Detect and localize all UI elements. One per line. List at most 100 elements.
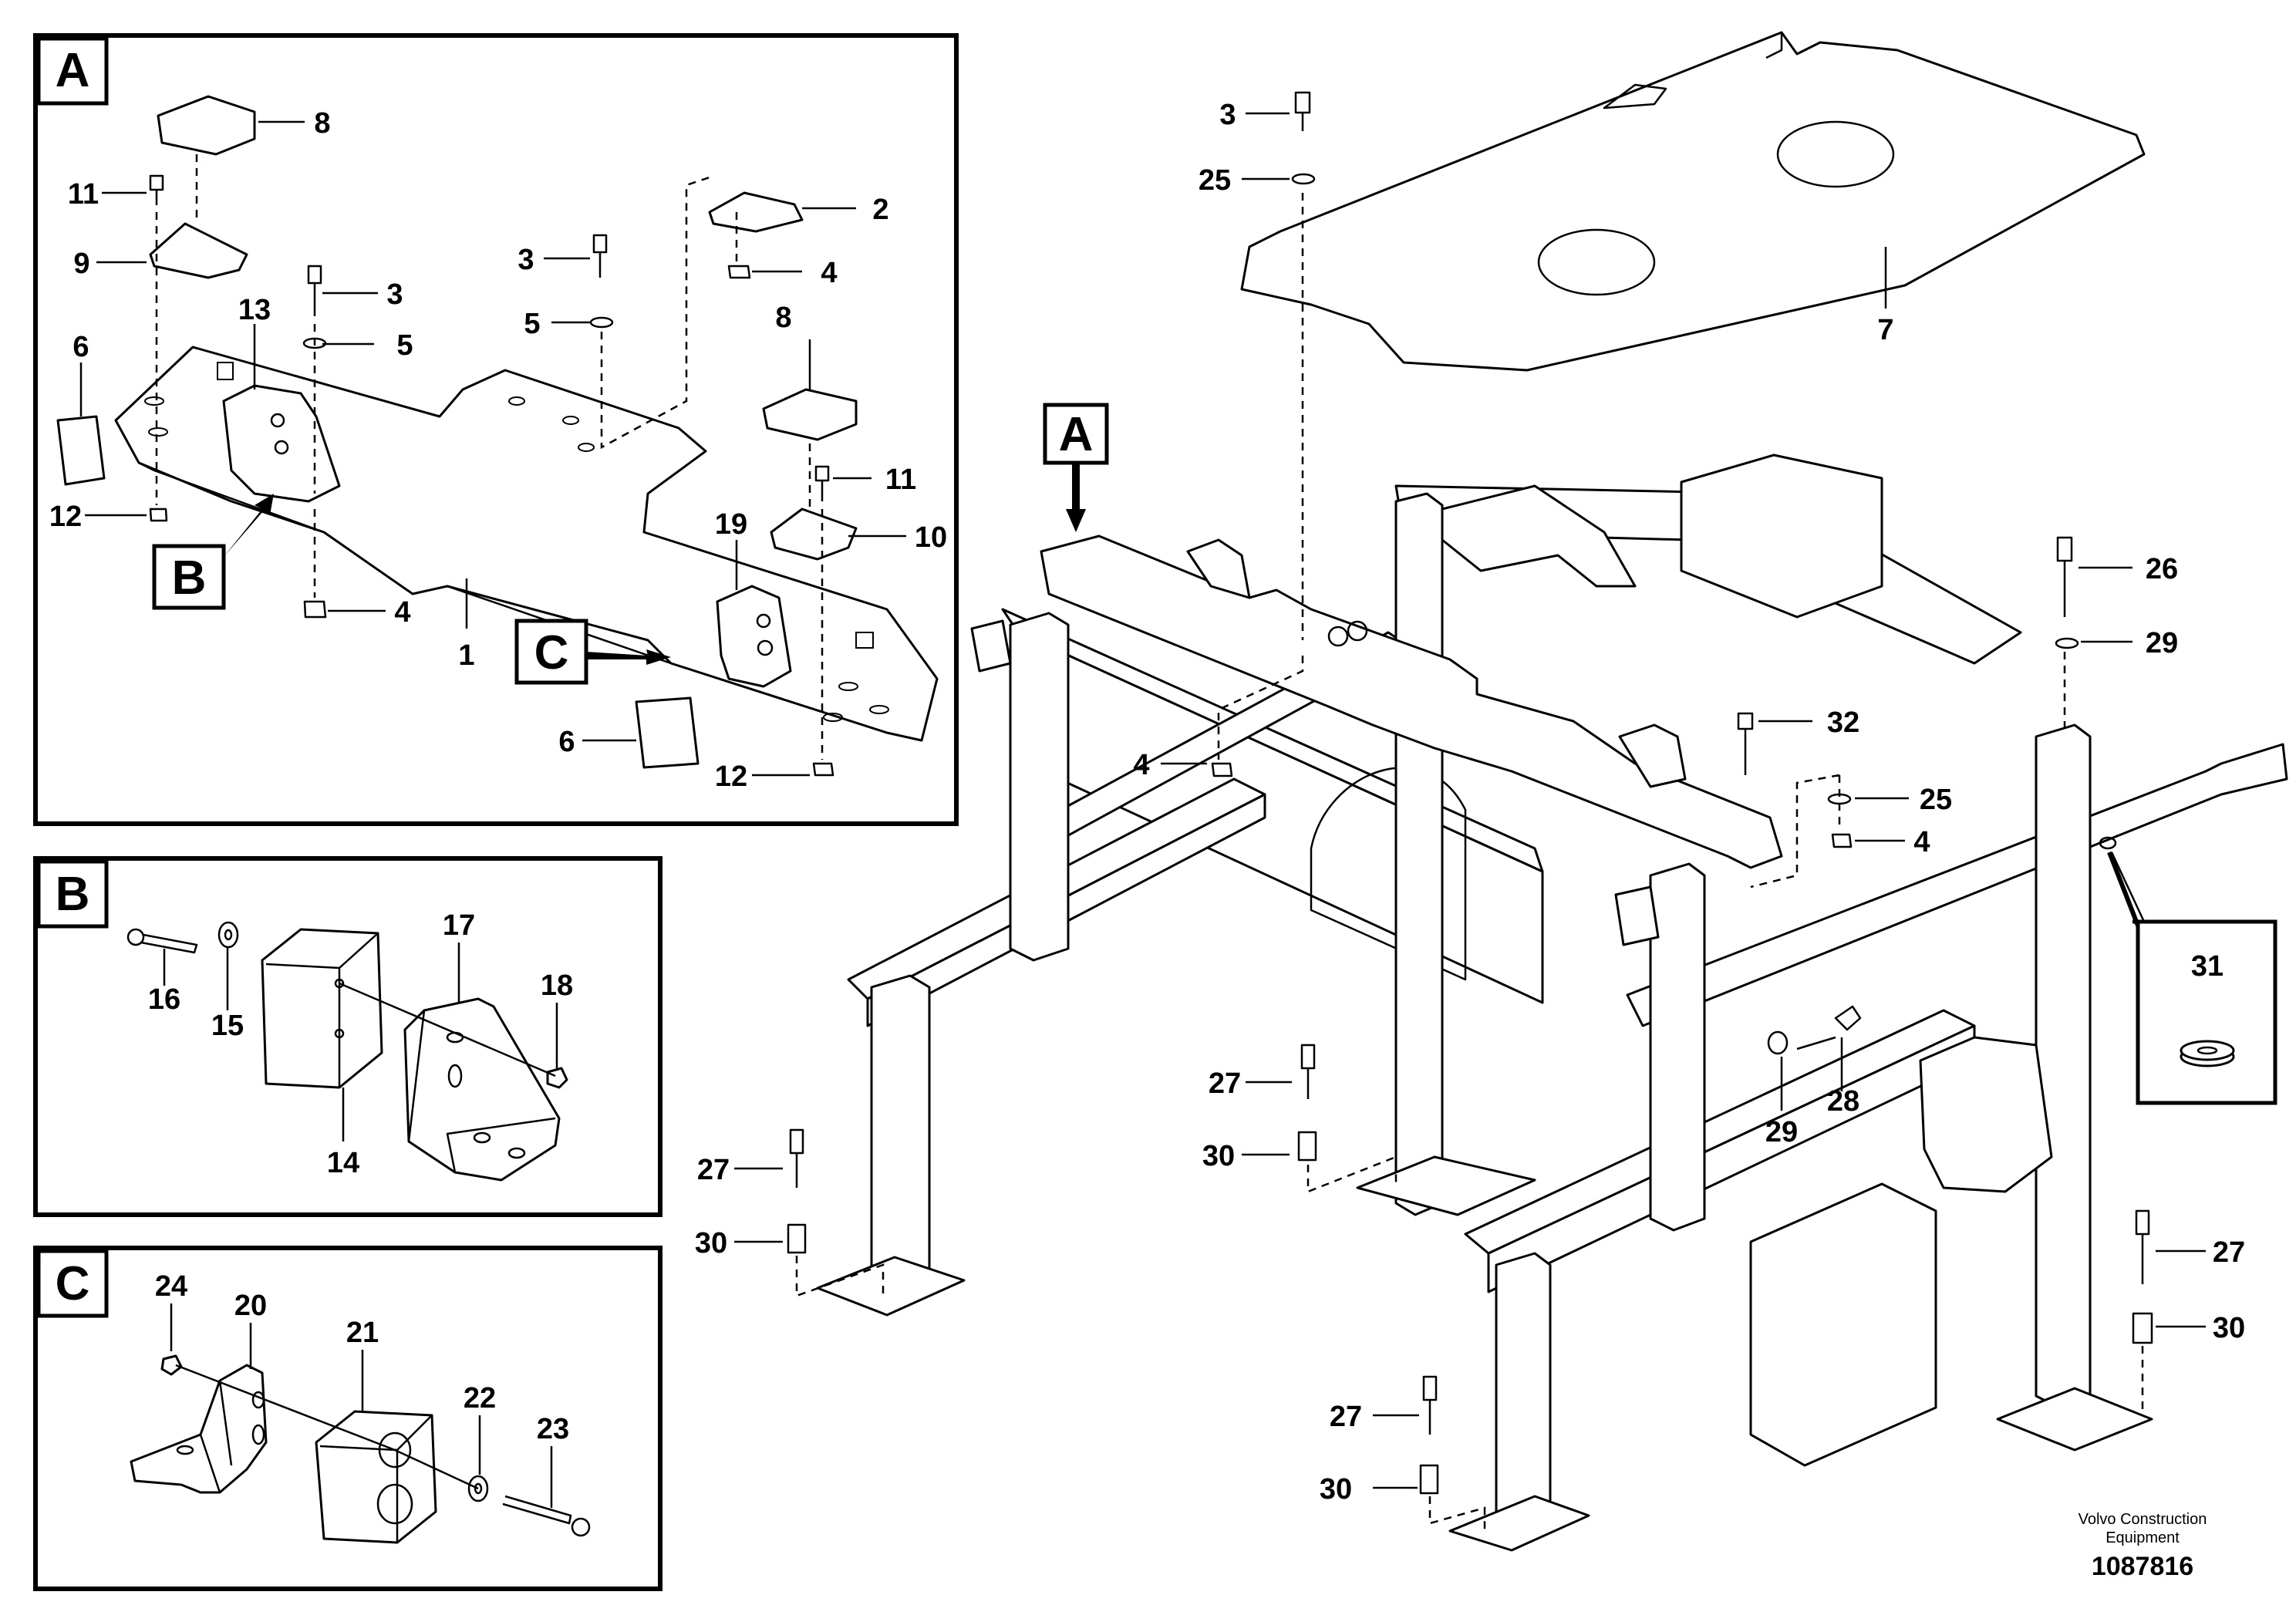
callout-31-box (2132, 919, 2277, 1105)
callout-14: 14 (327, 1147, 359, 1179)
foot-plate (1448, 1495, 1590, 1552)
detail-b-letter: B (56, 868, 90, 921)
frame-column (1394, 492, 1444, 1216)
callout-4: 4 (1913, 826, 1930, 858)
detail-a-letter: A (56, 44, 90, 97)
callout-28: 28 (1827, 1085, 1859, 1118)
callout-13: 13 (238, 294, 271, 326)
mounted-damper (1618, 723, 1687, 788)
callout-27: 27 (2213, 1236, 2245, 1269)
callout-30: 30 (2213, 1312, 2245, 1344)
detail-c-frame (33, 1246, 663, 1591)
rubber-block-6-bottom (635, 696, 700, 769)
callout-12: 12 (715, 760, 747, 793)
assembly-line (1428, 1496, 1486, 1535)
callout-21: 21 (346, 1317, 379, 1349)
callout-3: 3 (386, 278, 403, 311)
callout-26: 26 (2146, 553, 2178, 585)
plate-9 (149, 222, 248, 279)
damper-block-21 (315, 1410, 437, 1544)
detail-c-letter: C (56, 1257, 90, 1310)
detail-a-frame (33, 33, 959, 826)
detail-c-panel: C 24 20 21 22 23 (33, 1246, 663, 1591)
cover-plate-7 (1240, 31, 2146, 372)
callout-8: 8 (775, 302, 791, 334)
sub-view-marker-b (152, 544, 226, 610)
callout-4: 4 (821, 257, 837, 289)
callout-11: 11 (885, 464, 916, 496)
detail-b-frame (33, 856, 663, 1217)
callout-30: 30 (695, 1227, 727, 1259)
callout-18: 18 (541, 969, 573, 1002)
mounted-damper (1186, 538, 1251, 599)
main-frame-view: A (695, 31, 2288, 1552)
frame-damper-block (1919, 1036, 2053, 1193)
callout-29: 29 (1765, 1116, 1798, 1148)
plate-10 (770, 508, 858, 561)
pad-8-right (762, 388, 858, 441)
callout-16: 16 (148, 983, 180, 1016)
marker-c-arrow (586, 649, 671, 665)
callout-22: 22 (464, 1382, 496, 1415)
publisher-credit-line1: Volvo Construction (2079, 1511, 2207, 1528)
marker-b-arrow (224, 494, 274, 557)
detail-b-panel: B 16 15 17 18 14 (33, 856, 663, 1217)
damper-block-13 (222, 384, 341, 503)
assembly-line (1750, 774, 1841, 889)
callout-30: 30 (1320, 1473, 1352, 1506)
callout-20: 20 (234, 1290, 267, 1322)
assembly-line (795, 1256, 885, 1297)
frame-column (1495, 1252, 1552, 1533)
callout-4: 4 (394, 596, 410, 629)
callout-11: 11 (68, 178, 99, 211)
frame-column (1649, 862, 1706, 1232)
callout-29: 29 (2146, 627, 2178, 659)
callout-3: 3 (1219, 99, 1236, 131)
damper-block-19 (716, 585, 792, 688)
foot-plate (1996, 1387, 2153, 1452)
frame-column (870, 974, 931, 1286)
detail-b-tag (36, 859, 109, 929)
sub-view-marker-c-label: C (534, 626, 569, 679)
mounted-bracket-a (1040, 534, 1783, 869)
publisher-credit-line2: Equipment (2106, 1529, 2180, 1546)
callout-12: 12 (49, 501, 82, 533)
foot-plate (1356, 1155, 1536, 1216)
frame-rubber-block (970, 619, 1012, 673)
assembly-line (1306, 1155, 1397, 1193)
frame-column (1009, 612, 1070, 962)
frame-bracket (1441, 484, 1637, 588)
nut-24 (160, 1354, 183, 1376)
assembly-line (600, 176, 710, 450)
callout-31: 31 (2191, 950, 2224, 983)
detail-a-tag (36, 36, 109, 106)
callout-8: 8 (314, 107, 330, 140)
mounting-plate (1749, 1182, 1937, 1467)
frame-column (2035, 723, 2092, 1409)
callout-27: 27 (697, 1154, 730, 1186)
callout-10: 10 (915, 521, 947, 554)
sub-view-marker-c (514, 619, 588, 685)
main-marker-a-label: A (1059, 408, 1094, 461)
foot-plate (816, 1256, 966, 1317)
pad-8-top (157, 95, 256, 156)
callout-25: 25 (1199, 164, 1231, 197)
bracket-17 (403, 997, 561, 1182)
rubber-block-6-left (56, 415, 106, 486)
callout-32: 32 (1827, 706, 1859, 739)
callout-25: 25 (1920, 784, 1952, 816)
callout-27: 27 (1330, 1401, 1362, 1433)
callout-6: 6 (72, 331, 89, 363)
callout-17: 17 (443, 909, 475, 942)
frame-housing (1680, 454, 1883, 619)
callout-1: 1 (458, 639, 474, 672)
callout-4: 4 (1133, 749, 1149, 781)
assembly-line (1217, 656, 1304, 760)
callout-9: 9 (73, 248, 89, 280)
bracket-20 (130, 1364, 268, 1494)
callout-30: 30 (1202, 1140, 1235, 1172)
nut-18 (546, 1067, 568, 1089)
callout-3: 3 (518, 244, 534, 276)
